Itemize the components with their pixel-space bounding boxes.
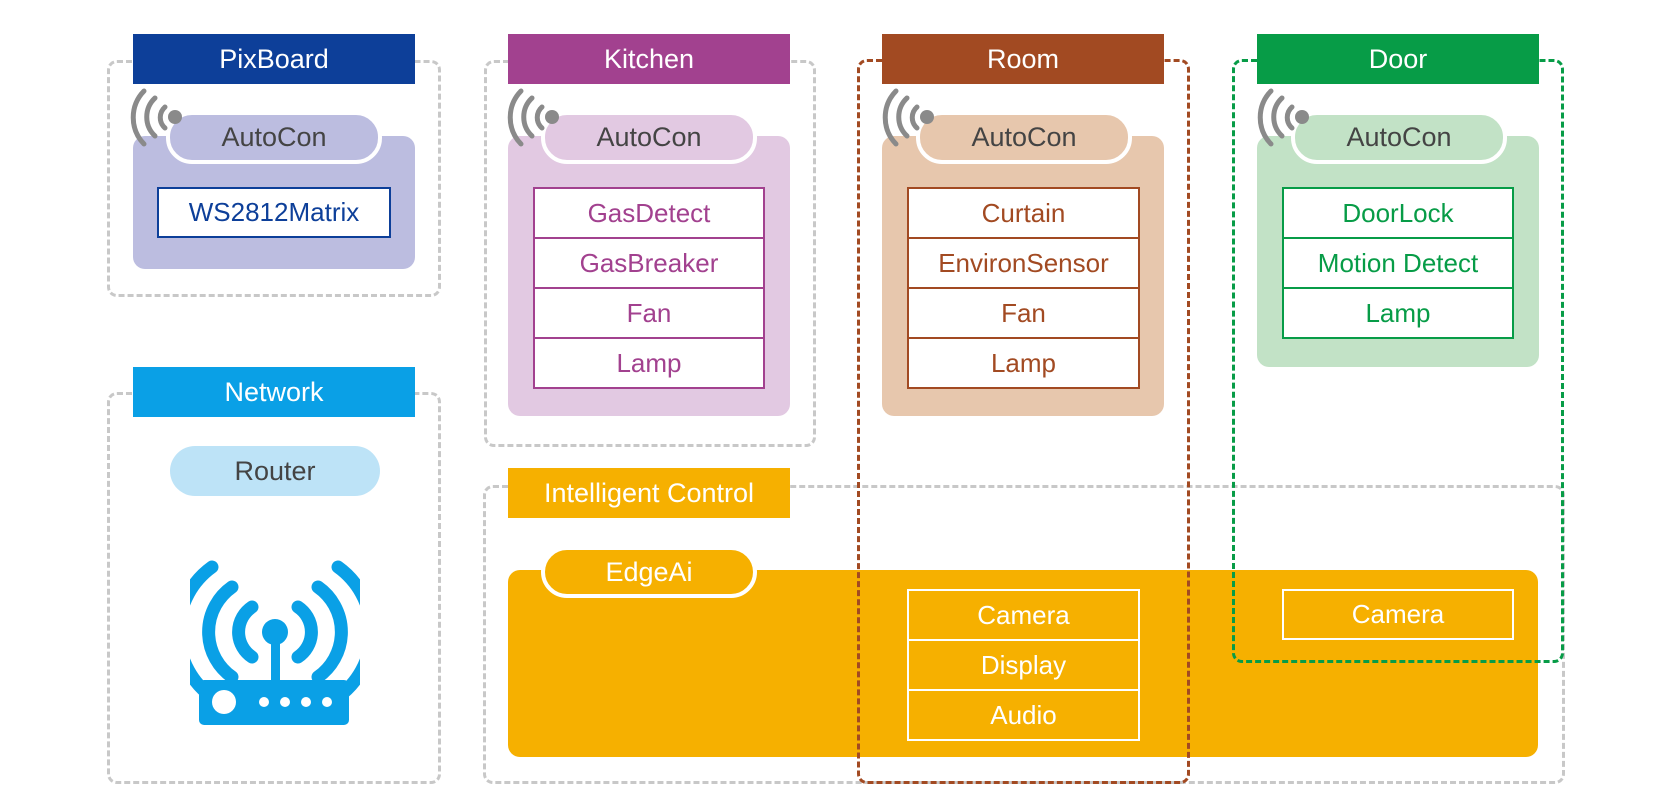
pixboard-module-table: WS2812Matrix [157, 187, 391, 238]
module-camera: Camera [1351, 599, 1445, 629]
door-module-table: DoorLock Motion Detect Lamp [1282, 187, 1514, 339]
module-lamp: Lamp [1284, 287, 1512, 337]
pixboard-title: PixBoard [219, 43, 329, 74]
room-autocon-label: AutoCon [971, 122, 1077, 152]
wifi-icon [882, 88, 934, 147]
module-curtain: Curtain [981, 197, 1066, 228]
room-autocon-pill: AutoCon [916, 111, 1132, 164]
pixboard-header: PixBoard [133, 34, 415, 84]
intelligent-control-header: Intelligent Control [508, 468, 790, 518]
module-ws2812matrix: WS2812Matrix [188, 197, 360, 227]
module-doorlock: DoorLock [1342, 197, 1454, 228]
edgeai-label: EdgeAi [605, 556, 693, 587]
edgeai-room-module-table: Camera Display Audio [907, 589, 1140, 741]
wifi-icon [1257, 88, 1309, 147]
edgeai-door-module-table: Camera [1282, 589, 1514, 640]
module-display: Display [909, 639, 1138, 689]
door-autocon-pill: AutoCon [1291, 111, 1507, 164]
pixboard-autocon-pill: AutoCon [166, 111, 382, 164]
kitchen-autocon-pill: AutoCon [541, 111, 757, 164]
kitchen-title: Kitchen [603, 43, 695, 74]
wifi-icon [130, 88, 182, 147]
module-lamp: Lamp [909, 337, 1138, 387]
room-header: Room [882, 34, 1164, 84]
intelligent-control-title: Intelligent Control [543, 477, 755, 508]
kitchen-header: Kitchen [508, 34, 790, 84]
module-fan: Fan [909, 287, 1138, 337]
pixboard-autocon-label: AutoCon [221, 122, 327, 152]
edgeai-pill: EdgeAi [541, 546, 757, 598]
network-title: Network [224, 376, 324, 407]
room-module-table: Curtain EnvironSensor Fan Lamp [907, 187, 1140, 389]
module-camera: Camera [977, 599, 1070, 630]
router-pill: Router [170, 446, 380, 496]
router-icon [190, 560, 360, 725]
door-header: Door [1257, 34, 1539, 84]
door-autocon-label: AutoCon [1346, 122, 1452, 152]
kitchen-module-table: GasDetect GasBreaker Fan Lamp [533, 187, 765, 389]
door-title: Door [1368, 43, 1428, 74]
edgeai-panel [508, 570, 1538, 757]
wifi-icon [507, 88, 559, 147]
module-fan: Fan [535, 287, 763, 337]
module-audio: Audio [909, 689, 1138, 739]
module-motion-detect: Motion Detect [1284, 237, 1512, 287]
module-gasdetect: GasDetect [587, 197, 711, 228]
router-label: Router [234, 455, 316, 486]
room-title: Room [986, 43, 1060, 74]
kitchen-autocon-label: AutoCon [596, 122, 702, 152]
network-header: Network [133, 367, 415, 417]
module-environsensor: EnvironSensor [909, 237, 1138, 287]
module-gasbreaker: GasBreaker [535, 237, 763, 287]
module-lamp: Lamp [535, 337, 763, 387]
